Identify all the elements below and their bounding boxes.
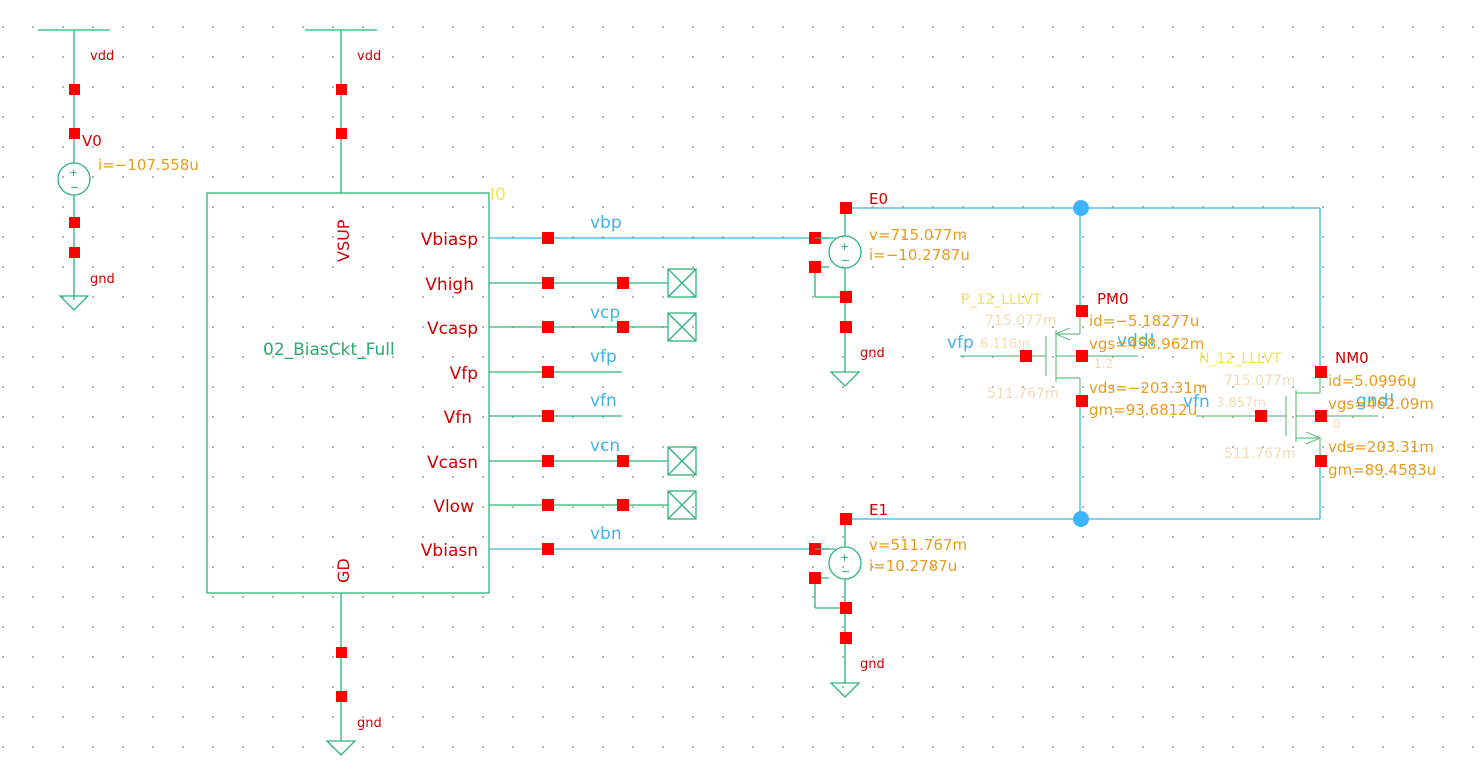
nm0-body-net: gnd! <box>1356 391 1395 411</box>
pin-label: Vcasn <box>427 453 478 473</box>
net-label: vcn <box>590 436 620 456</box>
v0-name: V0 <box>82 132 102 150</box>
block-pin-vsup: VSUP <box>334 219 353 262</box>
nm0-vds: vds=203.31m <box>1328 438 1434 456</box>
pin-label: Vhigh <box>425 275 474 295</box>
pm0-name: PM0 <box>1097 290 1129 308</box>
pm0-vgs: vgs=458.962m <box>1089 335 1204 353</box>
pin-label: Vbiasp <box>421 230 478 250</box>
nm0-name: NM0 <box>1335 349 1369 367</box>
svg-text:+: + <box>69 166 78 179</box>
block-pin-gd: GD <box>334 558 353 583</box>
net-label: vfp <box>590 347 617 367</box>
e1-source[interactable]: + − <box>809 513 1080 698</box>
nm0-vgs: vgs=462.09m <box>1328 395 1434 413</box>
svg-text:−: − <box>70 181 79 194</box>
gnd-label-left: gnd <box>90 272 115 287</box>
nm0-model: N_12_LLLVT <box>1199 351 1282 367</box>
nm0-id: id=5.0996u <box>1328 372 1416 390</box>
vdd-label-left: vdd <box>90 49 114 64</box>
gnd-label-e1: gnd <box>860 657 885 672</box>
right-wires <box>1073 200 1321 527</box>
gnd-label-mid: gnd <box>357 716 382 731</box>
nm0-ghost-top: 715.077m <box>1224 373 1296 389</box>
pin-label: Vfn <box>444 408 472 428</box>
gnd-label-e0: gnd <box>860 346 885 361</box>
e0-name: E0 <box>869 190 888 208</box>
vdd-mid-branch <box>305 29 377 193</box>
pm0-transistor[interactable] <box>960 305 1138 407</box>
pm0-id: id=−5.18277u <box>1089 312 1199 330</box>
junction-dot <box>1073 200 1089 216</box>
noconn-symbol <box>667 268 697 298</box>
block-output-wires <box>489 232 836 555</box>
nm0-gm: gm=89.4583u <box>1328 461 1436 479</box>
noconn-symbol <box>667 446 697 476</box>
net-label: vbn <box>590 524 622 544</box>
vdd-label-mid: vdd <box>357 49 381 64</box>
nm0-gate-net: vfn <box>1183 392 1210 412</box>
pin-label: Vbiasn <box>421 541 478 561</box>
ground-symbol-left <box>58 295 90 311</box>
pm0-gm: gm=93.6812u <box>1089 401 1197 419</box>
noconn-symbol <box>667 312 697 342</box>
pin-label: Vlow <box>433 497 474 517</box>
v0-current: i=−107.558u <box>98 156 199 174</box>
pm0-ghost-bottom: 511.767m <box>987 386 1059 402</box>
bias-block[interactable] <box>206 192 490 594</box>
e1-voltage: v=511.767m <box>869 536 967 554</box>
v0-branch: + − <box>38 29 110 311</box>
svg-text:−: − <box>841 565 850 578</box>
pm0-gate-net: vfp <box>947 333 974 353</box>
svg-text:+: + <box>840 551 849 564</box>
nm0-ghost-bottom: 511.767m <box>1224 446 1296 462</box>
e0-source[interactable]: + − <box>809 202 1080 387</box>
svg-text:−: − <box>841 254 850 267</box>
pm0-ghost-top: 715.077m <box>985 313 1057 329</box>
pm0-body-net: vdd! <box>1117 331 1155 351</box>
pm0-vds: vds=−203.31m <box>1089 379 1207 397</box>
pm0-ghost-size: 1.2 <box>1094 357 1113 371</box>
block-instance: I0 <box>490 185 506 205</box>
noconn-symbol <box>667 490 697 520</box>
net-label: vfn <box>590 391 617 411</box>
e1-name: E1 <box>869 501 888 519</box>
e0-voltage: v=715.077m <box>869 226 967 244</box>
v0-source-symbol[interactable] <box>57 162 91 196</box>
e0-current: i=−10.2787u <box>869 246 970 264</box>
nm0-transistor[interactable] <box>1196 366 1378 467</box>
junction-dot <box>1073 511 1089 527</box>
nm0-ghost-gate: 3.857m <box>1216 396 1266 411</box>
net-label: vbp <box>590 213 622 233</box>
pin-label: Vcasp <box>427 319 478 339</box>
nm0-ghost-size: 0 <box>1333 417 1341 431</box>
block-cell-name: 02_BiasCkt_Full <box>263 340 395 360</box>
pm0-ghost-gate: 6.116m <box>980 337 1030 352</box>
svg-text:+: + <box>840 240 849 253</box>
pin-label: Vfp <box>450 364 478 384</box>
pm0-model: P_12_LLLVT <box>961 292 1042 308</box>
net-label: vcp <box>590 303 620 323</box>
e1-current: i=10.2787u <box>869 557 957 575</box>
block-gnd-branch <box>325 593 357 756</box>
